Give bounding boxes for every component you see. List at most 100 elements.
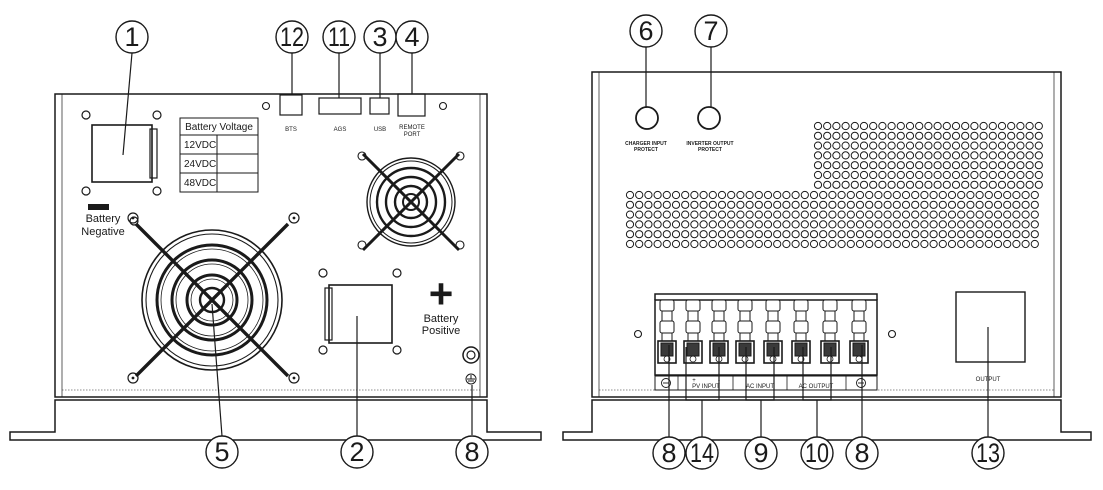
vent-hole: [924, 141, 933, 150]
charger-input-breaker: CHARGER INPUT PROTECT: [625, 106, 667, 153]
vent-hole: [865, 190, 874, 200]
vent-hole: [942, 161, 951, 170]
vent-hole: [1003, 210, 1012, 219]
vent-hole: [1003, 220, 1012, 229]
vent-hole: [1030, 239, 1039, 249]
vent-hole: [708, 230, 717, 239]
vent-hole: [708, 210, 717, 219]
callout-8-rear-left: 8: [661, 438, 676, 468]
vent-hole: [800, 200, 809, 209]
vent-hole: [828, 230, 837, 239]
vent-hole: [828, 200, 837, 209]
vent-hole: [644, 230, 653, 239]
vent-hole: [653, 210, 662, 219]
vent-hole: [911, 210, 920, 219]
vent-hole: [979, 131, 988, 140]
vent-hole: [993, 210, 1003, 219]
vent-hole: [823, 170, 832, 180]
vent-hole: [708, 190, 717, 200]
vent-hole: [979, 151, 988, 160]
vent-hole: [736, 190, 745, 200]
vent-hole: [855, 200, 865, 209]
vent-hole: [942, 131, 951, 140]
vent-hole: [681, 190, 690, 200]
vent-hole: [896, 161, 905, 170]
vent-hole: [984, 239, 993, 249]
ground-symbol-icon: [661, 378, 671, 388]
vent-hole: [736, 210, 745, 219]
vent-hole: [892, 239, 901, 249]
vent-hole: [1007, 170, 1016, 180]
vent-hole: [865, 230, 874, 239]
terminal-screw: [735, 299, 755, 364]
vent-hole: [736, 200, 745, 209]
vent-hole: [841, 131, 850, 140]
vent-hole: [1016, 161, 1025, 170]
vent-hole: [951, 151, 961, 160]
vent-hole: [653, 230, 662, 239]
vent-hole: [699, 239, 708, 249]
vent-hole: [763, 190, 773, 200]
vent-hole: [745, 190, 754, 200]
vent-hole: [625, 220, 635, 229]
vent-hole: [653, 239, 662, 249]
vent-hole: [993, 200, 1003, 209]
vent-hole: [896, 180, 905, 189]
vent-hole: [947, 190, 957, 200]
vent-hole: [791, 210, 800, 219]
vent-hole: [929, 239, 938, 249]
port-bts-label: BTS: [285, 127, 297, 133]
vent-hole: [901, 239, 911, 249]
vent-hole: [832, 180, 841, 189]
vent-hole: [809, 230, 819, 239]
vent-hole: [819, 210, 828, 219]
vent-hole: [671, 190, 681, 200]
vent-hole: [966, 220, 975, 229]
vent-hole: [970, 121, 979, 131]
vent-hole: [1025, 180, 1034, 189]
vent-hole: [984, 190, 993, 200]
battery-positive-label-line2: Positive: [422, 325, 461, 337]
callout-12: 12: [280, 22, 304, 52]
vent-hole: [846, 230, 855, 239]
vent-hole: [933, 151, 942, 160]
vent-hole: [901, 190, 911, 200]
vent-hole: [1025, 121, 1034, 131]
vent-hole: [993, 230, 1003, 239]
callout-5: 5: [214, 437, 229, 467]
vent-hole: [988, 121, 997, 131]
vent-hole: [681, 200, 690, 209]
vent-hole: [773, 239, 782, 249]
vent-hole: [855, 190, 865, 200]
vent-hole: [1007, 161, 1016, 170]
vent-hole: [850, 170, 859, 180]
vent-hole: [892, 220, 901, 229]
vent-hole: [924, 170, 933, 180]
vent-hole: [961, 170, 970, 180]
vent-hole: [961, 180, 970, 189]
vent-hole: [874, 230, 883, 239]
vent-hole: [662, 230, 671, 239]
vent-hole: [1034, 121, 1043, 131]
vent-hole: [1012, 239, 1021, 249]
vent-hole: [859, 180, 869, 189]
vent-hole: [957, 230, 966, 239]
vent-hole: [947, 239, 957, 249]
vent-hole: [699, 200, 708, 209]
vent-hole: [915, 151, 924, 160]
terminal-screw: [849, 299, 869, 364]
vent-hole: [823, 180, 832, 189]
vent-hole: [1034, 161, 1043, 170]
front-chassis: [54, 93, 488, 398]
vent-hole: [635, 220, 644, 229]
vent-hole: [1030, 210, 1039, 219]
vent-hole: [984, 220, 993, 229]
vent-hole: [754, 210, 763, 219]
vent-hole: [809, 200, 819, 209]
vent-hole: [837, 210, 846, 219]
vent-hole: [1030, 200, 1039, 209]
vent-hole: [901, 230, 911, 239]
port-remote: REMOTE PORT: [397, 93, 426, 138]
port-usb-label: USB: [374, 127, 386, 133]
